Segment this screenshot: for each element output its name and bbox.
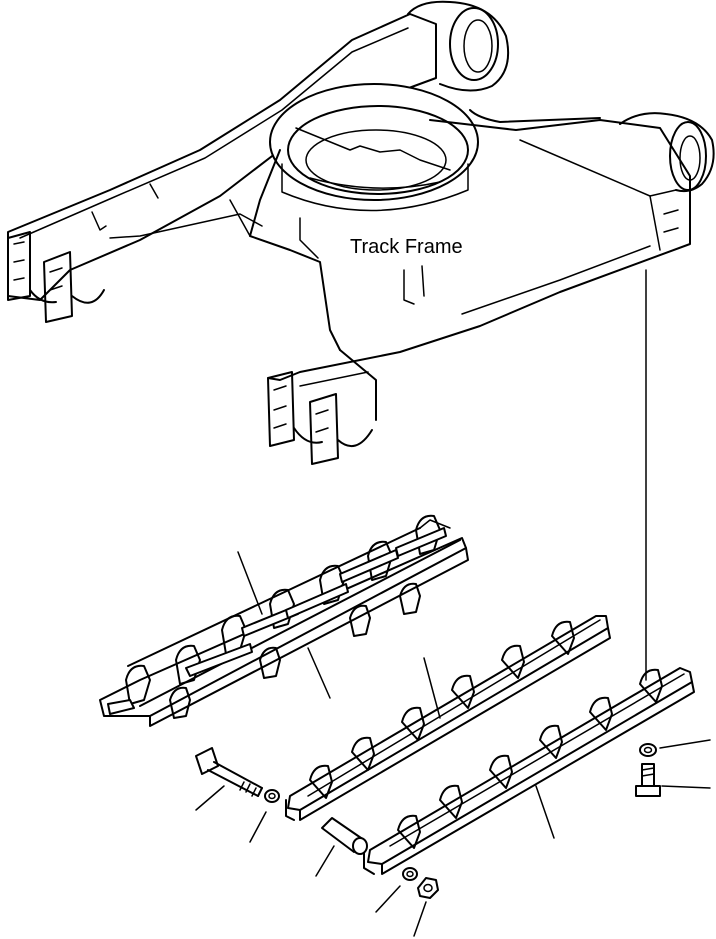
leader-line-mounting-bolt: [661, 785, 711, 789]
washer-3: [639, 743, 657, 757]
leader-line-bolt: [195, 785, 225, 811]
leader-line-nut: [413, 901, 427, 937]
leader-line-washer-2: [375, 885, 401, 913]
lower-roller-guard: [363, 667, 695, 875]
leader-line-1: [237, 551, 263, 615]
hex-nut: [417, 877, 439, 899]
track-frame-label: Track Frame: [350, 236, 463, 258]
upper-roller-guard-assembly: [99, 514, 469, 727]
track-frame: Track Frame: [7, 0, 715, 465]
washer-2: [402, 867, 418, 881]
washer-1: [264, 789, 280, 803]
leader-line-3: [423, 657, 441, 719]
spacer-pipe: [321, 817, 368, 855]
leader-line-4: [535, 785, 555, 839]
leader-line-spacer: [315, 845, 335, 877]
leader-line-washer-1: [249, 811, 267, 843]
leader-line-washer-3: [659, 739, 711, 749]
leader-line-2: [307, 647, 331, 699]
middle-roller-guard: [285, 615, 611, 821]
long-bolt: [195, 747, 263, 797]
mounting-bolt: [635, 763, 661, 797]
